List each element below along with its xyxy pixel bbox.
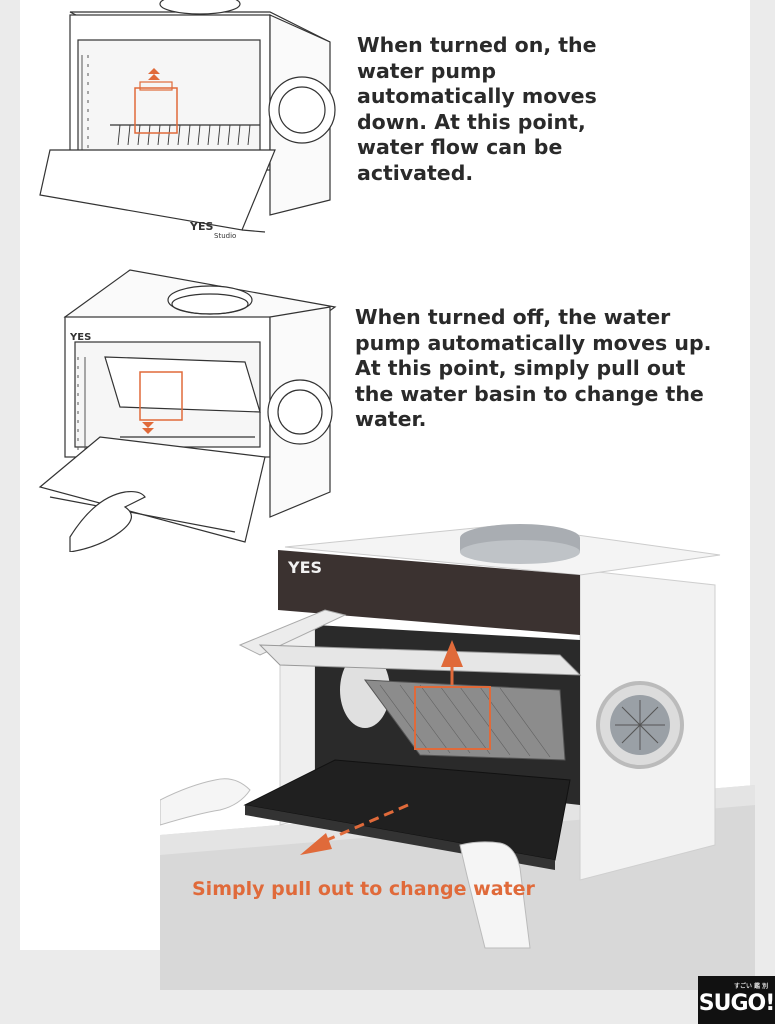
watermark-main: SUGO! (698, 990, 775, 1016)
illus1-logo: YES (189, 220, 213, 233)
pump-up-illustration: YES (38, 269, 337, 552)
illus1-sublabel: Studio (214, 232, 236, 240)
pull-out-caption: Simply pull out to change water (192, 878, 535, 900)
product-photo: YES (160, 524, 755, 990)
pump-down-illustration: YES Studio (39, 0, 336, 240)
illus2-logo: YES (69, 332, 91, 343)
sugo-watermark-logo: すごい 鑑 別 SUGO! (698, 976, 775, 1024)
watermark-sub: すごい 鑑 別 (734, 983, 769, 990)
pump-on-caption: When turned on, the water pump automatic… (357, 33, 597, 185)
pump-off-caption: When turned off, the water pump automati… (355, 305, 712, 431)
photo-logo: YES (287, 558, 322, 577)
